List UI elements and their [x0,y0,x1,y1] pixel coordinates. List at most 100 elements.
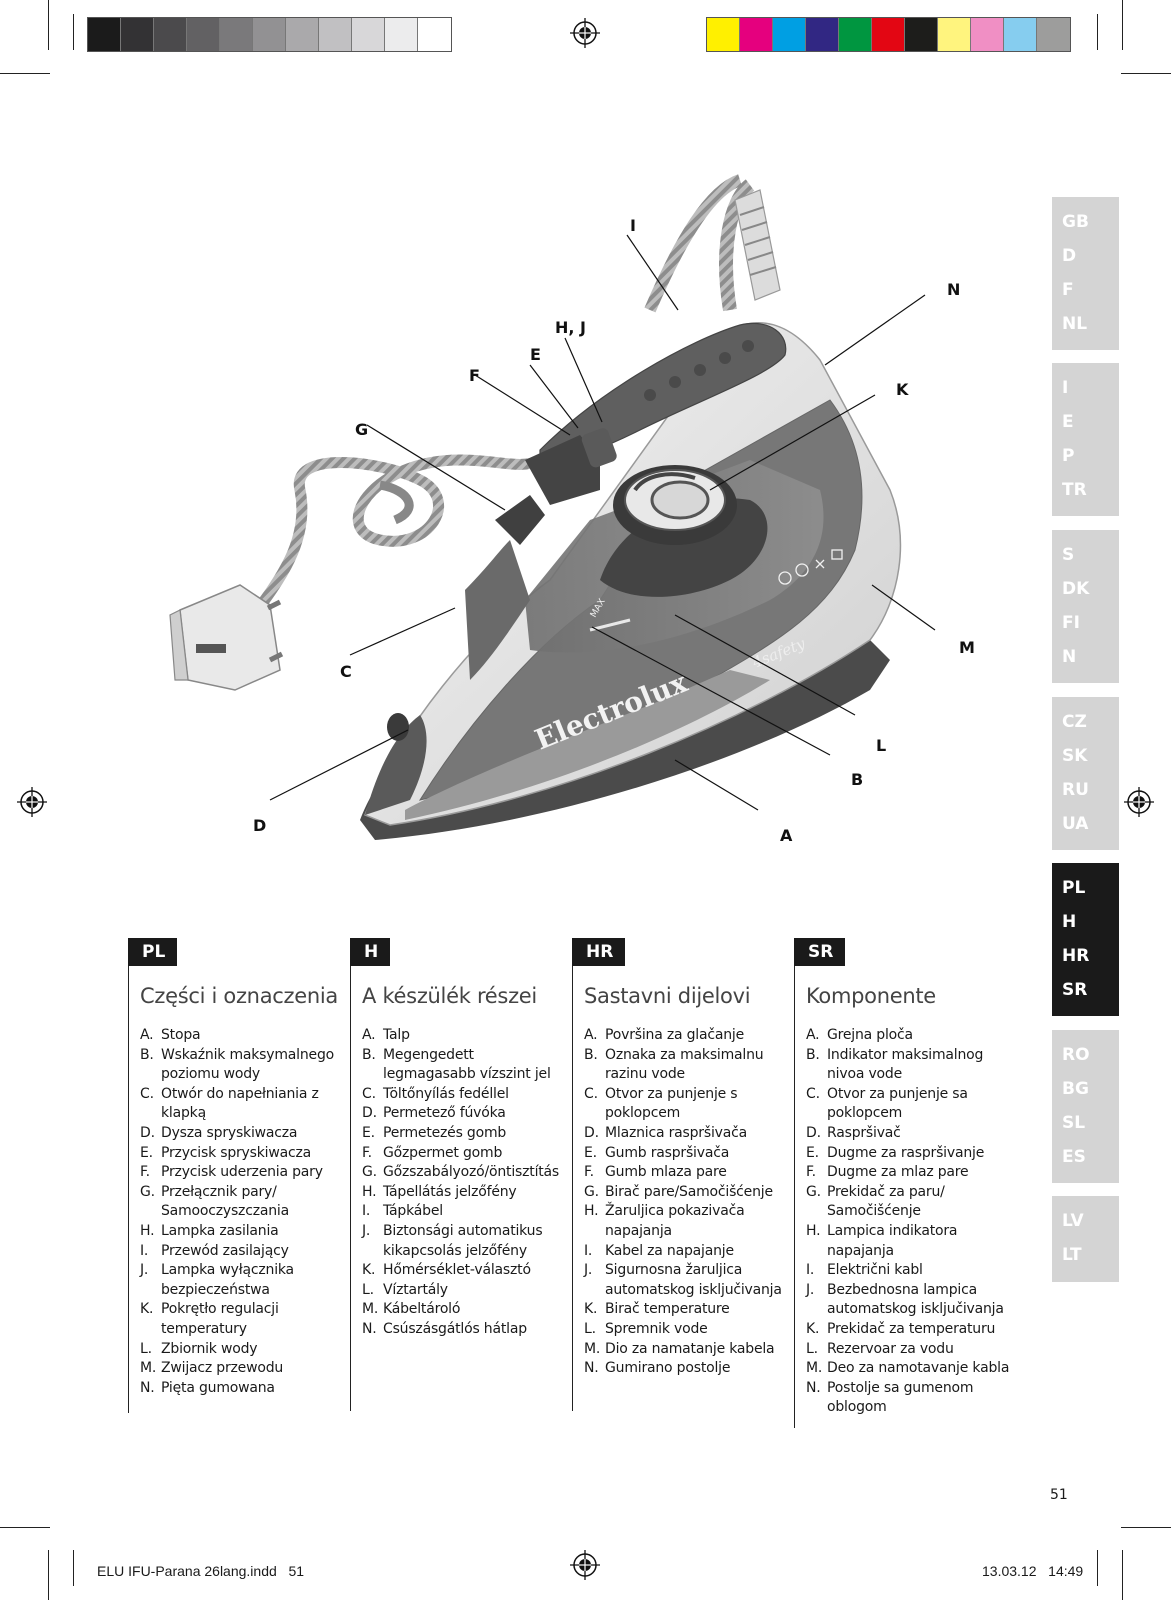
language-tab-label[interactable]: SR [1062,980,1088,1000]
column-divider [350,938,351,1411]
list-item: D.Raspršivač [806,1124,1012,1144]
language-tab-label[interactable]: RO [1062,1045,1090,1065]
item-letter: H. [806,1222,821,1239]
language-tab-label[interactable]: TR [1062,480,1087,500]
list-item: E.Permetezés gomb [362,1124,568,1144]
language-tab-label[interactable]: BG [1062,1079,1089,1099]
item-letter: J. [806,1281,815,1298]
item-text: Lampica indikatora napajanja [827,1222,958,1259]
item-text: Površina za glačanje [605,1027,745,1043]
list-item: H.Lampka zasilania [140,1222,346,1242]
language-tab-label[interactable]: PL [1062,878,1086,898]
crop-mark [1097,1550,1098,1586]
item-text: Otwór do napełniania z klapką [161,1085,319,1122]
list-item: E.Dugme za raspršivanje [806,1144,1012,1164]
crop-mark [1097,14,1098,50]
temperature-dial [613,465,737,545]
item-text: Deo za namotavanje kabla [827,1360,1010,1377]
callout-label: K [896,380,909,399]
language-tab-label[interactable]: CZ [1062,712,1087,732]
item-letter: D. [584,1124,599,1141]
item-letter: L. [362,1281,374,1298]
list-item: N.Pięta gumowana [140,1379,346,1399]
list-item: M.Zwijacz przewodu [140,1359,346,1379]
color-swatch [385,18,418,51]
item-text: Indikator maksimalnog nivoa vode [827,1046,984,1083]
item-text: Žaruljica pokazivača napajanja [605,1203,745,1239]
item-text: Mlaznica raspršivača [605,1124,747,1141]
callout-label: B [851,770,864,789]
item-letter: F. [362,1144,372,1161]
registration-mark-icon [17,787,47,817]
language-tab-label[interactable]: D [1062,246,1077,266]
language-tab-group[interactable]: LV LT [1052,1196,1119,1282]
item-letter: N. [362,1320,377,1337]
language-tab-label[interactable]: HR [1062,946,1090,966]
item-letter: E. [584,1144,597,1161]
item-text: Birač pare/Samočišćenje [605,1183,773,1200]
language-tab-label[interactable]: RU [1062,780,1089,800]
item-text: Víztartály [383,1281,448,1298]
crop-mark [1122,0,1123,50]
language-tab-label[interactable]: S [1062,545,1075,565]
language-tab-group[interactable]: RO BG SL ES [1052,1030,1119,1183]
item-text: Przycisk spryskiwacza [161,1144,311,1161]
language-tab-label[interactable]: N [1062,647,1077,667]
item-text: Biztonsági automatikus kikapcsolás jelző… [383,1222,543,1259]
crop-mark [48,0,49,50]
language-tab-label[interactable]: H [1062,912,1077,932]
language-tab-label[interactable]: FI [1062,613,1080,633]
item-text: Pokrętło regulacji temperatury [161,1301,279,1337]
language-tab-label[interactable]: UA [1062,814,1089,834]
item-text: Przewód zasilający [161,1242,289,1259]
power-plug [169,584,284,691]
item-letter: L. [584,1320,596,1337]
item-text: Grejna ploča [827,1027,913,1043]
language-tab-label[interactable]: LT [1062,1245,1082,1265]
language-tab-label[interactable]: LV [1062,1211,1084,1231]
language-tab-label[interactable]: NL [1062,314,1088,334]
footer-file-name: ELU IFU-Parana 26lang.indd 51 [97,1563,305,1579]
language-tab-group[interactable]: S DK FI N [1052,530,1119,683]
language-tab-label[interactable]: E [1062,412,1074,432]
color-swatch [938,18,971,51]
list-item: F.Przycisk uderzenia pary [140,1163,346,1183]
language-tab-group[interactable]: PL H HR SR [1052,863,1119,1016]
language-tab-label[interactable]: DK [1062,579,1090,599]
item-text: Dugme za raspršivanje [827,1144,985,1161]
item-letter: F. [584,1164,594,1181]
list-item: E.Gumb raspršivača [584,1144,790,1164]
grayscale-color-bar [87,17,452,52]
item-text: Talp [383,1027,410,1043]
list-item: F.Gumb mlaza pare [584,1163,790,1183]
language-tab-label[interactable]: SK [1062,746,1088,766]
language-tab-label[interactable]: P [1062,446,1075,466]
language-tab-label[interactable]: SL [1062,1113,1086,1133]
language-tab-label[interactable]: F [1062,280,1074,300]
language-tab-label[interactable]: ES [1062,1147,1086,1167]
language-tab-label[interactable]: I [1062,378,1069,398]
list-item: D. Mlaznica raspršivača [584,1124,790,1144]
language-tab-label[interactable]: GB [1062,212,1089,232]
color-swatch [905,18,938,51]
callout-label: D [253,816,267,835]
list-item: B.Megengedett legmagasabb vízszint jel [362,1046,568,1085]
item-text: Otvor za punjenje sa poklopcem [827,1085,968,1122]
list-item: A.Talp [362,1026,568,1046]
list-item: B.Oznaka za maksimalnu razinu vode [584,1046,790,1085]
language-badge: SR [794,938,846,966]
language-tab-group[interactable]: CZ SK RU UA [1052,697,1119,850]
color-swatch [220,18,253,51]
language-badge: HR [572,938,626,966]
language-badge: PL [128,938,178,966]
list-item: H.Žaruljica pokazivača napajanja [584,1202,790,1241]
color-swatch [1037,18,1070,51]
item-letter: H. [362,1183,377,1200]
item-text: Dio za namatanje kabela [605,1340,775,1357]
item-text: Gőzszabályozó/öntisztítás [383,1164,560,1181]
registration-mark-icon [1124,787,1154,817]
crop-mark [73,14,74,50]
color-swatch [740,18,773,51]
